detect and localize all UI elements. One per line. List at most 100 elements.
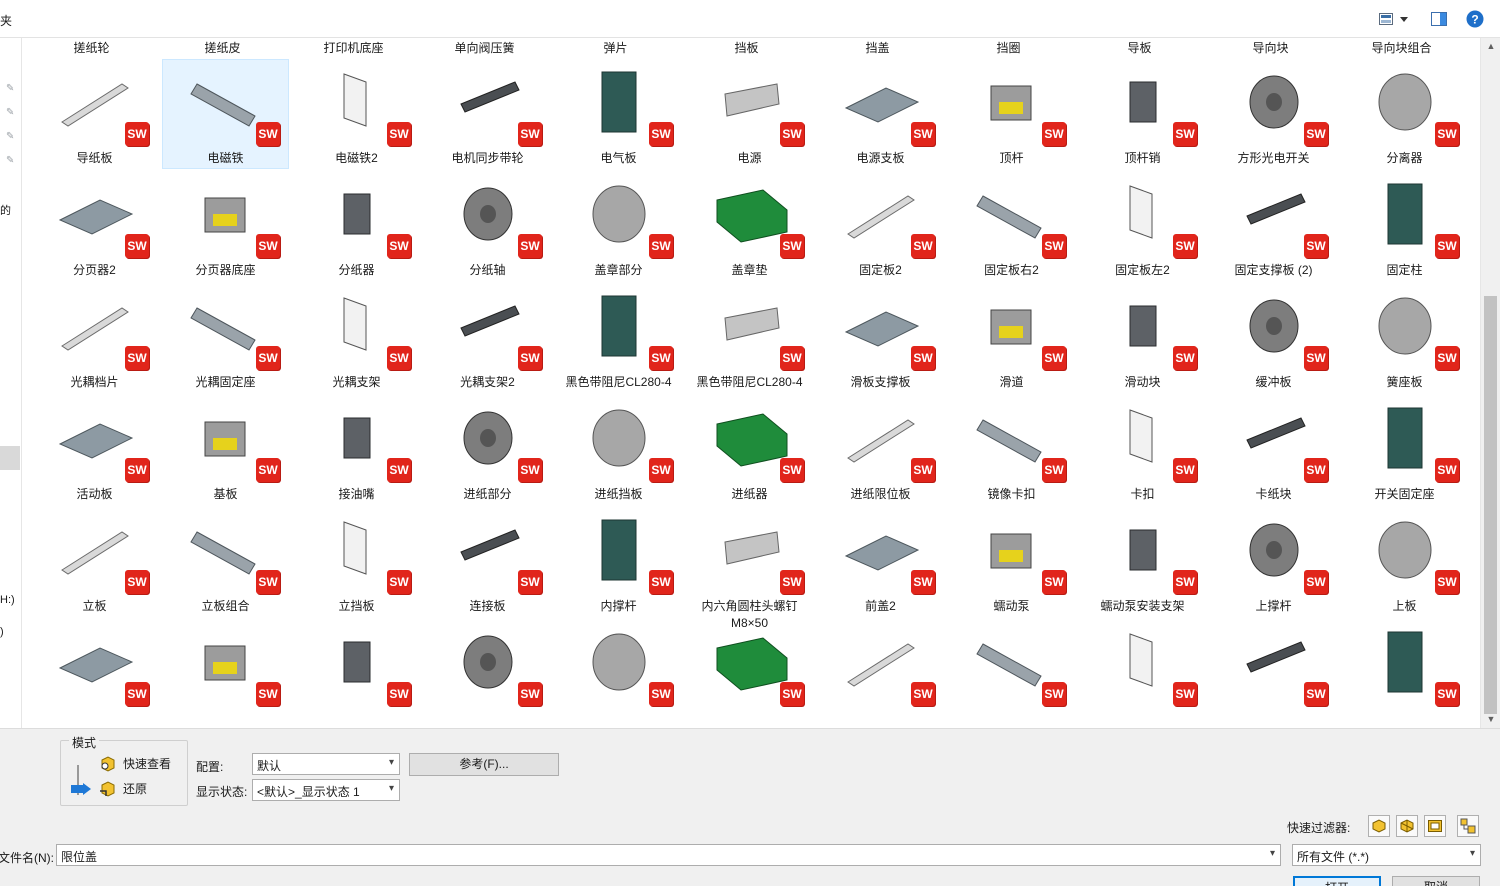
file-tile[interactable]: SW (425, 620, 550, 728)
breadcrumb[interactable]: 夹 (0, 14, 13, 28)
filetype-select[interactable]: 所有文件 (*.*) ▾ (1292, 844, 1481, 866)
nav-item-label[interactable]: ) (0, 626, 4, 638)
file-tile[interactable]: SW (1342, 620, 1467, 728)
pin-icon[interactable]: ✎ (6, 155, 15, 166)
nav-selected-item[interactable] (0, 446, 20, 470)
config-select[interactable]: 默认 ▾ (252, 753, 400, 775)
file-tile[interactable]: SW (1080, 620, 1205, 728)
quick-view-option[interactable]: 快速查看 (99, 755, 171, 772)
file-label[interactable]: 挡板 (734, 41, 759, 55)
display-state-select[interactable]: <默认>_显示状态 1 ▾ (252, 779, 400, 801)
filter-drawings-icon[interactable] (1424, 815, 1446, 837)
file-label[interactable]: 弹片 (603, 41, 628, 55)
file-label[interactable]: 导板 (1127, 41, 1152, 55)
file-label[interactable]: 导向块组合 (1371, 41, 1432, 55)
file-label[interactable]: 打印机底座 (323, 41, 384, 55)
file-label[interactable]: 搓纸皮 (204, 41, 241, 55)
filter-assemblies-icon[interactable] (1396, 815, 1418, 837)
scroll-down-icon[interactable]: ▼ (1486, 714, 1496, 724)
filename-input[interactable]: 限位盖 ▾ (56, 844, 1281, 866)
vertical-scrollbar[interactable]: ▲ ▼ (1480, 38, 1500, 728)
chevron-down-icon[interactable] (1396, 9, 1412, 29)
file-tile[interactable]: SW (949, 620, 1074, 728)
scrollbar-thumb[interactable] (1484, 296, 1497, 714)
pin-icon[interactable]: ✎ (6, 131, 15, 142)
filter-top-level-icon[interactable] (1457, 815, 1479, 837)
file-tile[interactable]: SW (1211, 620, 1336, 728)
nav-item-label[interactable]: H:) (0, 594, 15, 606)
help-icon[interactable]: ? (1464, 9, 1486, 29)
file-label[interactable]: 搓纸轮 (73, 41, 110, 55)
file-tile[interactable]: SW (687, 620, 812, 728)
scroll-up-icon[interactable]: ▲ (1486, 41, 1496, 51)
file-tile[interactable]: SW (163, 620, 288, 728)
preview-pane-icon[interactable] (1428, 9, 1450, 29)
pin-icon[interactable]: ✎ (6, 83, 15, 94)
file-tile[interactable]: SW (818, 620, 943, 728)
pin-icon[interactable]: ✎ (6, 107, 15, 118)
file-tile[interactable]: SW (294, 620, 419, 728)
file-tile[interactable]: SW (556, 620, 681, 728)
restore-option[interactable]: 还原 (99, 780, 147, 797)
cancel-button[interactable]: 取消 (1392, 876, 1480, 886)
chevron-down-icon[interactable]: ▾ (1269, 848, 1275, 859)
open-button[interactable]: 打开 (1293, 876, 1381, 886)
reference-button[interactable]: 参考(F)... (409, 753, 559, 776)
file-label[interactable]: 单向阀压簧 (454, 41, 515, 55)
file-label[interactable]: 导向块 (1252, 41, 1289, 55)
file-label[interactable]: 挡圈 (996, 41, 1021, 55)
nav-item-label[interactable]: 的 (0, 205, 11, 217)
